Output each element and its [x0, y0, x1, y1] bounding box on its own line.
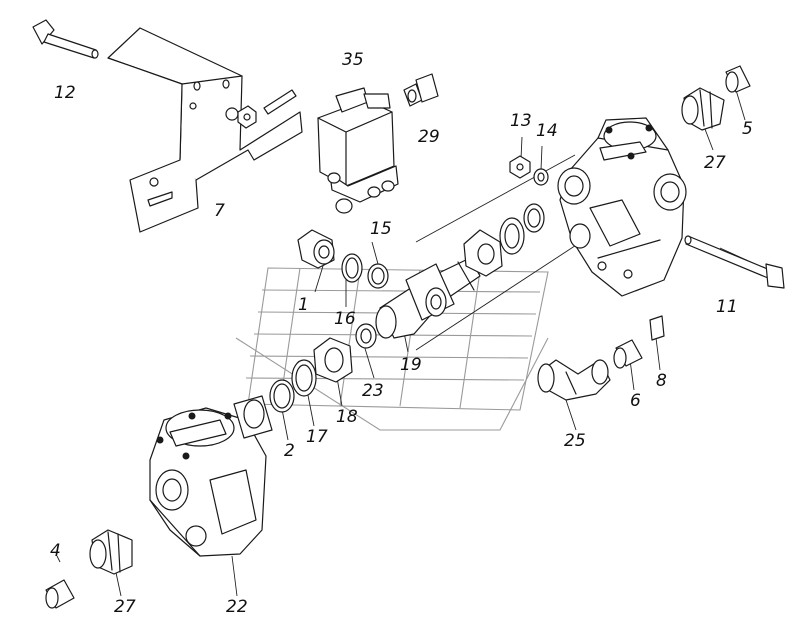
elbow-fitting-25	[537, 359, 611, 401]
label-1: 1	[298, 295, 309, 315]
solenoid-valve-35	[317, 87, 399, 214]
part-labels: 12 35 29 13 14 5 27 7 15 1 16 11 19 23 8…	[50, 50, 753, 617]
label-27-lower: 27	[114, 597, 136, 617]
fitting-27-lower	[89, 529, 133, 575]
washer-14	[533, 168, 549, 186]
label-17: 17	[306, 427, 328, 447]
label-16: 16	[334, 309, 356, 329]
ring-15	[367, 263, 389, 289]
fitting-27-upper	[681, 87, 725, 131]
cap-8	[649, 315, 665, 341]
fitting-29	[403, 73, 439, 107]
label-22: 22	[226, 597, 248, 617]
tee-fitting-19	[375, 257, 481, 339]
label-18: 18	[336, 407, 358, 427]
label-27-upper: 27	[704, 153, 726, 173]
label-7: 7	[214, 201, 225, 221]
ring-17	[291, 359, 317, 397]
bolt-11	[684, 235, 785, 289]
label-2: 2	[284, 441, 295, 461]
ring-16	[341, 253, 363, 283]
label-19: 19	[400, 355, 422, 375]
label-14: 14	[536, 121, 558, 141]
bolt-12	[32, 19, 99, 59]
ring-23	[355, 323, 377, 349]
label-11: 11	[716, 297, 738, 317]
label-8: 8	[656, 371, 667, 391]
label-5: 5	[742, 119, 753, 139]
nut-18	[313, 337, 353, 383]
label-29: 29	[418, 127, 440, 147]
label-35: 35	[342, 50, 364, 70]
label-15: 15	[370, 219, 392, 239]
label-4: 4	[50, 541, 61, 561]
ring-2	[269, 379, 295, 413]
label-25: 25	[564, 431, 586, 451]
valve-body-lower-22	[149, 395, 273, 557]
plug-4	[45, 579, 75, 609]
label-23: 23	[362, 381, 384, 401]
plug-5	[725, 65, 751, 93]
label-12: 12	[54, 83, 76, 103]
plug-6	[613, 339, 643, 369]
fitting-1	[297, 229, 335, 269]
bracket-7	[107, 27, 303, 233]
valve-body-upper	[557, 117, 687, 297]
leader-lines	[56, 79, 756, 597]
nut-ring-set-upper	[463, 203, 545, 277]
label-13: 13	[510, 111, 532, 131]
nut-13	[509, 155, 531, 179]
label-6: 6	[630, 391, 641, 411]
